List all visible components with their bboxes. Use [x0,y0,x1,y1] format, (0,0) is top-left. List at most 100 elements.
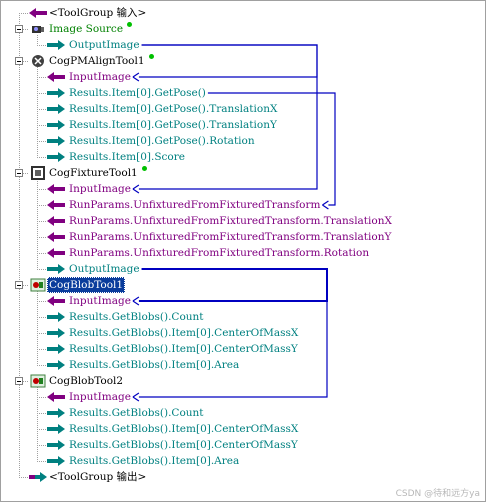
output-terminal-row[interactable]: Results.GetBlobs().Item[0].Area [1,453,486,469]
output-arrow-icon [47,360,65,370]
link-wire[interactable] [207,92,336,206]
input-terminal-row[interactable]: InputImage [1,69,486,85]
node-label: RunParams.UnfixturedFromFixturedTransfor… [69,231,392,243]
link-arrowhead [132,296,140,306]
status-ok-icon [127,22,133,27]
input-terminal-row[interactable]: RunParams.UnfixturedFromFixturedTransfor… [1,197,486,213]
node-label: InputImage [69,391,131,403]
link-arrowhead [132,72,140,82]
output-arrow-icon [47,408,65,418]
node-label: InputImage [69,295,131,307]
pattern-align-icon [32,55,44,67]
output-terminal-row[interactable]: Results.Item[0].Score [1,149,486,165]
output-arrow-icon [47,456,65,466]
camera-icon [32,26,44,33]
node-label: Results.GetBlobs().Count [69,407,204,419]
node-label: Results.Item[0].GetPose() [69,87,206,99]
node-label: Image Source [49,23,124,35]
output-terminal-row[interactable]: Results.GetBlobs().Item[0].CenterOfMassY [1,341,486,357]
status-ok-icon [148,54,154,59]
node-label: Results.GetBlobs().Item[0].Area [69,455,240,467]
output-arrow-icon [47,264,65,274]
collapse-toggle-icon[interactable] [15,169,23,177]
output-arrow-icon [47,424,65,434]
output-arrow-icon [47,40,65,50]
collapse-toggle-icon[interactable] [15,25,23,33]
node-label: RunParams.UnfixturedFromFixturedTransfor… [69,215,392,227]
input-arrow-icon [47,72,65,82]
output-terminal-row[interactable]: Results.Item[0].GetPose().TranslationX [1,101,486,117]
node-label: OutputImage [69,263,140,275]
input-terminal-row[interactable]: RunParams.UnfixturedFromFixturedTransfor… [1,213,486,229]
collapse-toggle-icon[interactable] [15,377,23,385]
node-label: Results.GetBlobs().Item[0].Area [69,359,240,371]
input-arrow-icon [47,232,65,242]
blob-tool-icon [30,278,46,292]
output-terminal-row[interactable]: Results.Item[0].GetPose().Rotation [1,133,486,149]
node-label: InputImage [69,71,131,83]
output-terminal-row[interactable]: Results.Item[0].GetPose().TranslationY [1,117,486,133]
output-terminal-row[interactable]: Results.GetBlobs().Item[0].Area [1,357,486,373]
node-label: Results.Item[0].Score [69,151,185,163]
output-arrow-icon [47,440,65,450]
output-arrow-icon [47,344,65,354]
input-terminal-row[interactable]: InputImage [1,389,486,405]
blob-tool-icon [30,374,46,388]
tree-node-tool-pma[interactable]: CogPMAlignTool1 [1,53,486,69]
output-arrow-icon [47,328,65,338]
toolgroup-arrow-icon [29,8,47,18]
node-label: InputImage [69,183,131,195]
status-ok-icon [141,166,147,171]
watermark: CSDN @待和远方ya [395,489,480,499]
tree-node-tool-blob[interactable]: CogBlobTool2 [1,373,486,389]
tree-node-tool-blob[interactable]: CogBlobTool1 [1,277,486,293]
tree-node-tool-src[interactable]: Image Source [1,21,486,37]
node-label: Results.Item[0].GetPose().Rotation [69,135,255,147]
output-arrow-icon [47,312,65,322]
node-label: RunParams.UnfixturedFromFixturedTransfor… [69,199,321,211]
input-arrow-icon [47,184,65,194]
output-arrow-icon [47,136,65,146]
output-arrow-icon [47,104,65,114]
output-terminal-row[interactable]: Results.GetBlobs().Item[0].CenterOfMassX [1,421,486,437]
tree-node-group-in[interactable]: <ToolGroup 输入> [1,5,486,21]
input-terminal-row[interactable]: InputImage [1,181,486,197]
node-label: Results.GetBlobs().Item[0].CenterOfMassY [69,439,298,451]
node-label: CogBlobTool2 [49,375,124,387]
output-terminal-row[interactable]: OutputImage [1,261,486,277]
output-terminal-row[interactable]: OutputImage [1,37,486,53]
node-label: OutputImage [69,39,140,51]
node-label: Results.Item[0].GetPose().TranslationX [69,103,278,115]
output-terminal-row[interactable]: Results.GetBlobs().Item[0].CenterOfMassX [1,325,486,341]
node-label: <ToolGroup 输入> [49,7,147,19]
input-arrow-icon [47,248,65,258]
link-arrowhead [132,184,140,194]
input-terminal-row[interactable]: InputImage [1,293,486,309]
node-label: Results.GetBlobs().Item[0].CenterOfMassX [69,423,299,435]
link-arrowhead [322,200,329,210]
output-terminal-row[interactable]: Results.GetBlobs().Count [1,309,486,325]
node-label: Results.GetBlobs().Item[0].CenterOfMassX [69,327,299,339]
input-arrow-icon [47,392,65,402]
collapse-toggle-icon[interactable] [15,281,23,289]
node-label: RunParams.UnfixturedFromFixturedTransfor… [69,247,370,259]
input-arrow-icon [47,296,65,306]
link-wire[interactable] [138,268,328,398]
output-terminal-row[interactable]: Results.GetBlobs().Item[0].CenterOfMassY [1,437,486,453]
link-wire[interactable] [138,44,318,190]
input-terminal-row[interactable]: RunParams.UnfixturedFromFixturedTransfor… [1,229,486,245]
input-arrow-icon [47,216,65,226]
node-label: CogFixtureTool1 [49,167,138,179]
output-arrow-icon [47,152,65,162]
tree-node-tool-fix[interactable]: CogFixtureTool1 [1,165,486,181]
toolgroup-arrow-icon [29,472,47,482]
input-terminal-row[interactable]: RunParams.UnfixturedFromFixturedTransfor… [1,245,486,261]
tree-node-group-out[interactable]: <ToolGroup 输出> [1,469,486,485]
collapse-toggle-icon[interactable] [15,57,23,65]
output-terminal-row[interactable]: Results.GetBlobs().Count [1,405,486,421]
fixture-icon [31,166,45,180]
node-label: CogPMAlignTool1 [49,55,145,67]
output-terminal-row[interactable]: Results.Item[0].GetPose() [1,85,486,101]
tree-lines [19,13,47,478]
